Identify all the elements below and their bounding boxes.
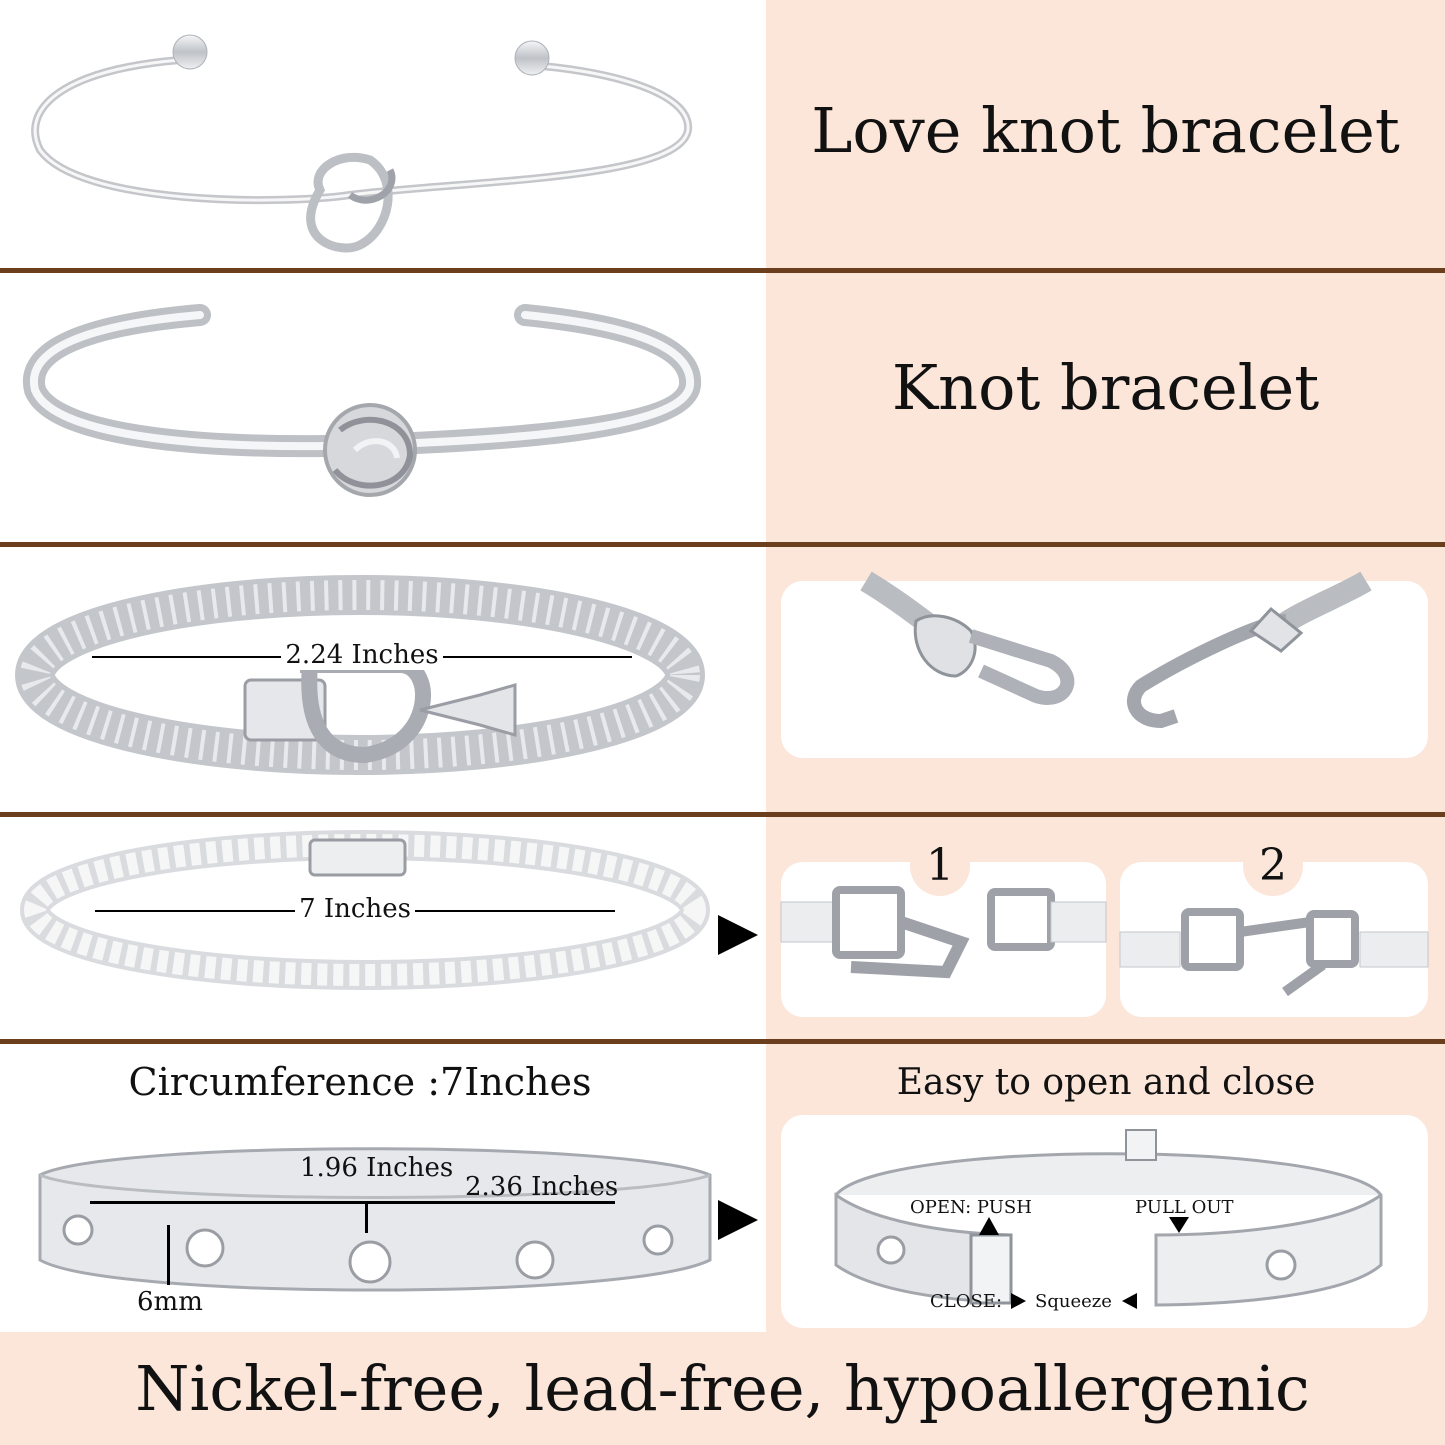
arrow-right-icon <box>718 1200 758 1240</box>
dimension-wrapper: 2.24 Inches <box>92 640 632 670</box>
row-divider <box>0 542 1445 547</box>
bangle-clasp-card <box>781 1115 1428 1328</box>
bangle-open-image <box>834 1129 1383 1309</box>
tennis-dimension-label: 7 Inches <box>295 894 415 924</box>
bangle-bracelet-image <box>38 1147 712 1292</box>
step-badge-1: 1 <box>910 836 970 896</box>
cable-dimension-label: 2.24 Inches <box>281 640 443 670</box>
pull-out-label: PULL OUT <box>1135 1197 1234 1218</box>
knot-bracelet-image <box>22 304 701 497</box>
clasp-closing-image <box>1119 908 1429 997</box>
outer-width-label: 2.36 Inches <box>465 1172 619 1202</box>
open-push-label: OPEN: PUSH <box>910 1197 1032 1218</box>
dimension-wrapper: 7 Inches <box>95 894 615 924</box>
cable-bracelet-image <box>15 575 705 775</box>
row-divider <box>0 268 1445 273</box>
outer-width-line <box>90 1201 615 1204</box>
close-label: CLOSE: <box>930 1291 1003 1312</box>
tennis-bracelet-image <box>20 830 710 990</box>
circumference-label: Circumference :7Inches <box>128 1060 592 1104</box>
squeeze-label: Squeeze <box>1035 1291 1112 1312</box>
inner-width-label: 1.96 Inches <box>300 1153 454 1183</box>
step-badge-2: 2 <box>1243 836 1303 896</box>
cable-clasp-detail-card <box>781 571 1428 758</box>
inner-width-tick <box>365 1201 368 1233</box>
row-divider <box>0 812 1445 817</box>
product-title-love-knot: Love knot bracelet <box>811 94 1400 167</box>
product-title-knot: Knot bracelet <box>891 351 1320 424</box>
footer-banner: Nickel-free, lead-free, hypoallergenic <box>0 1332 1445 1445</box>
arrow-right-icon <box>718 915 758 955</box>
row-divider <box>0 1039 1445 1044</box>
hook-clasp-image <box>860 571 1372 729</box>
love-knot-bracelet-image <box>31 34 693 253</box>
thickness-label: 6mm <box>137 1287 203 1317</box>
clasp-open-image <box>780 886 1107 979</box>
clasp-title: Easy to open and close <box>896 1062 1316 1103</box>
thickness-line <box>167 1225 170 1285</box>
